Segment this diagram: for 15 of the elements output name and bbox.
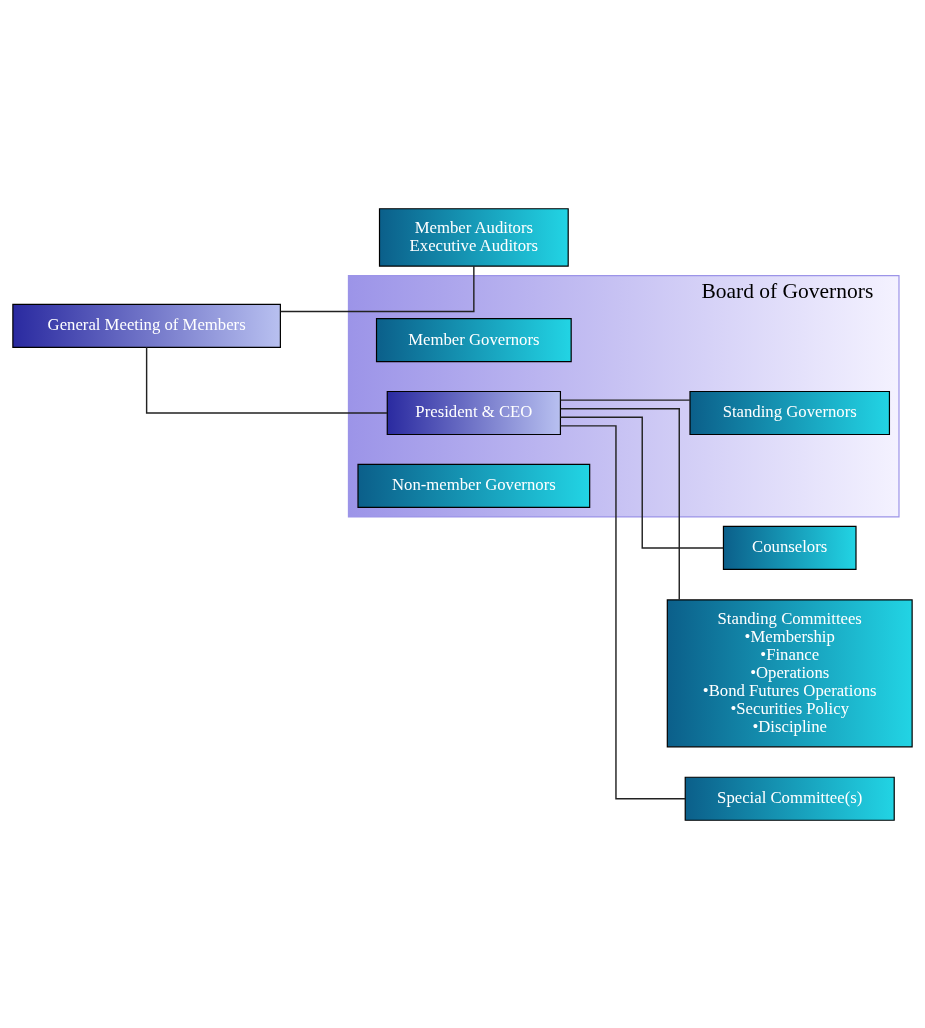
connector <box>559 398 691 401</box>
node-box: Counselors <box>722 525 857 570</box>
connector <box>559 416 725 549</box>
node-box: Special Committee(s) <box>684 776 895 821</box>
node-box: General Meeting of Members <box>12 303 281 348</box>
node-box: President & CEO <box>386 390 562 435</box>
node-box: Standing Committees •Membership •Finance •Operations •Bond Futures Operations •Securities Policy •Discipline <box>666 598 913 747</box>
node-box: Non-member Governors <box>357 463 591 508</box>
connector <box>559 424 686 799</box>
node-box: Member Auditors Executive Auditors <box>378 207 569 267</box>
node-box: Member Governors <box>375 317 572 362</box>
connector <box>145 346 388 414</box>
connector <box>279 265 475 312</box>
node-box: Standing Governors <box>689 390 891 435</box>
connector <box>560 407 680 600</box>
